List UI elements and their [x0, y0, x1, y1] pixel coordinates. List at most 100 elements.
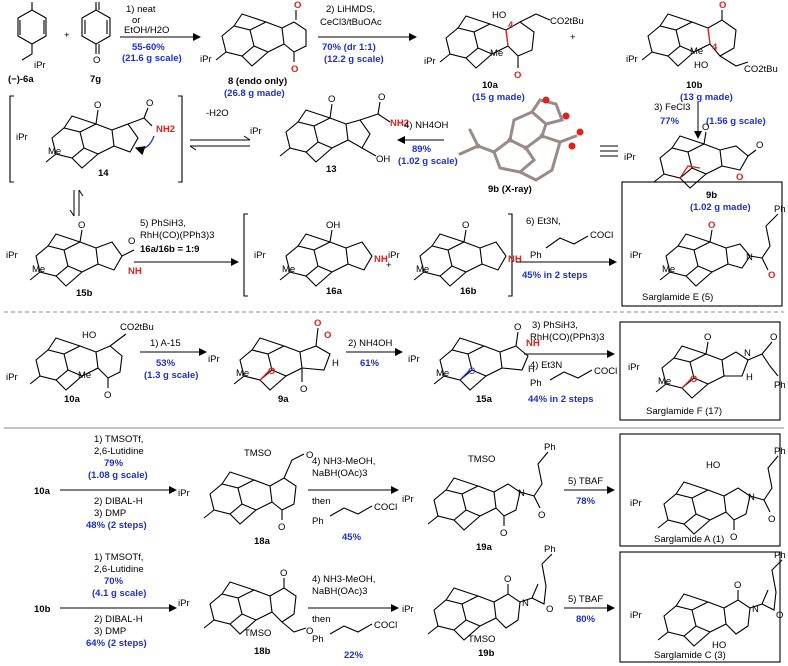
compound-7g-label: 7g	[90, 74, 101, 85]
svg-text:iPr: iPr	[16, 132, 28, 143]
step6-arrow: 6) Et3N, Ph COCl 45% in 2 steps	[516, 216, 617, 281]
step-row6b-arrow: 4) NH3-MeOH, NaBH(OAc)3 then Ph COCl 22%	[308, 574, 399, 661]
svg-text:(1.08 g scale): (1.08 g scale)	[88, 470, 148, 481]
svg-text:O: O	[514, 322, 521, 333]
compound-9b: O O O iPr 9b (1.02 g made)	[624, 122, 763, 213]
svg-text:4) NH4OH: 4) NH4OH	[404, 120, 448, 131]
svg-text:Me: Me	[282, 264, 295, 275]
svg-text:5) PhSiH3,: 5) PhSiH3,	[140, 218, 186, 229]
svg-text:O: O	[770, 332, 777, 343]
compound-13: O O NH2 OH iPr 13	[250, 92, 409, 175]
svg-text:Me: Me	[436, 368, 449, 379]
svg-text:HO: HO	[694, 60, 708, 71]
compound-6a: Me iPr (−)-6a	[8, 0, 47, 85]
svg-text:45% in 2 steps: 45% in 2 steps	[522, 270, 587, 281]
plus-sign: +	[570, 32, 576, 43]
svg-text:HO: HO	[492, 10, 506, 21]
xray-structure: 9b (X-ray)	[458, 96, 584, 195]
step-f-arrow: 3) PhSiH3, RhH(CO)(PPh3)3 4) Et3N Ph COC…	[524, 320, 617, 405]
step-a15-arrow: 1) A-15 53% (1.3 g scale)	[140, 338, 207, 381]
svg-text:O: O	[306, 450, 313, 461]
svg-text:iPr: iPr	[630, 250, 642, 261]
svg-text:O: O	[300, 384, 307, 395]
oxygen-label: O	[93, 0, 100, 3]
compound-16b: O NH Me iPr 16b	[388, 220, 522, 297]
svg-text:iPr: iPr	[6, 250, 18, 261]
svg-text:O: O	[468, 366, 475, 377]
svg-text:(1.56 g scale): (1.56 g scale)	[706, 116, 766, 127]
compound-8: O O iPr 8 (endo only) (26.8 g made)	[200, 0, 307, 99]
svg-text:Me: Me	[416, 264, 429, 275]
svg-text:NH: NH	[508, 254, 522, 265]
step-row5b-arrow: 4) NH3-MeOH, NaBH(OAc)3 then Ph COCl 45%	[308, 456, 399, 543]
svg-text:78%: 78%	[576, 496, 596, 507]
svg-text:16a/16b = 1:9: 16a/16b = 1:9	[140, 244, 199, 255]
svg-text:O: O	[690, 374, 697, 385]
svg-text:iPr: iPr	[402, 494, 414, 505]
svg-text:55-60%: 55-60%	[132, 42, 165, 53]
sarglamide-f-label: Sarglamide F (17)	[646, 406, 722, 417]
svg-text:Me: Me	[48, 146, 61, 157]
svg-text:iPr: iPr	[424, 56, 436, 67]
svg-text:O: O	[378, 92, 385, 103]
svg-text:O: O	[768, 514, 775, 525]
svg-text:22%: 22%	[344, 650, 364, 661]
svg-text:-H2O: -H2O	[206, 108, 229, 119]
svg-text:3) DMP: 3) DMP	[94, 508, 126, 519]
svg-text:O: O	[306, 626, 313, 637]
svg-text:1) neat: 1) neat	[126, 4, 156, 15]
svg-text:2,6-Lutidine: 2,6-Lutidine	[94, 446, 144, 457]
svg-text:O: O	[736, 172, 743, 183]
compound-9a: O O O O H Me iPr 9a	[208, 318, 339, 405]
svg-text:NH: NH	[128, 266, 142, 277]
step1-arrow: 1) neat or EtOH/H2O 55-60% (21.6 g scale…	[120, 4, 201, 64]
svg-text:4: 4	[712, 42, 718, 53]
compound-9b-label: 9b	[706, 190, 717, 201]
svg-text:TMSO: TMSO	[468, 454, 495, 465]
svg-text:O: O	[514, 70, 521, 81]
svg-text:RhH(CO)(PPh3)3: RhH(CO)(PPh3)3	[140, 230, 214, 241]
svg-text:N: N	[748, 492, 755, 503]
svg-text:iPr: iPr	[626, 54, 638, 65]
compound-15a-label: 15a	[476, 394, 493, 405]
step-row5-arrow: 1) TMSOTf, 2,6-Lutidine 79% (1.08 g scal…	[60, 434, 177, 531]
svg-text:79%: 79%	[104, 458, 124, 469]
step-nh4oh-arrow: 2) NH4OH 61%	[346, 338, 403, 369]
svg-text:N: N	[746, 252, 753, 263]
svg-text:iPr: iPr	[388, 250, 400, 261]
svg-text:45%: 45%	[342, 532, 362, 543]
svg-text:Me: Me	[690, 46, 703, 57]
compound-10a-label: 10a	[64, 394, 81, 405]
svg-text:O: O	[278, 522, 285, 533]
svg-text:3) DMP: 3) DMP	[94, 626, 126, 637]
methyl-label: Me	[26, 0, 39, 3]
oxygen-label: O	[93, 55, 100, 66]
svg-text:(4.1 g scale): (4.1 g scale)	[92, 588, 146, 599]
svg-text:N: N	[518, 488, 525, 499]
sarglamide-c-label: Sarglamide C (3)	[654, 650, 726, 661]
svg-text:O: O	[504, 574, 511, 585]
svg-text:iPr: iPr	[630, 610, 642, 621]
svg-text:44% in 2 steps: 44% in 2 steps	[528, 394, 593, 405]
svg-text:HO: HO	[712, 640, 726, 651]
svg-text:CO2tBu: CO2tBu	[744, 64, 778, 75]
compound-18a: TMSO O O iPr 18a	[178, 448, 313, 547]
compound-15a: O NH O H Me iPr 15a	[408, 322, 540, 405]
svg-text:77%: 77%	[660, 116, 680, 127]
svg-text:TMSO: TMSO	[468, 634, 495, 645]
svg-text:NaBH(OAc)3: NaBH(OAc)3	[312, 586, 367, 597]
bracket-right	[178, 95, 183, 183]
svg-text:O: O	[719, 0, 726, 11]
svg-text:iPr: iPr	[208, 354, 220, 365]
svg-text:iPr: iPr	[624, 152, 636, 163]
compound-14: O O NH2 Me iPr 14	[16, 98, 175, 179]
svg-text:COCl: COCl	[594, 366, 617, 377]
svg-text:64% (2 steps): 64% (2 steps)	[86, 638, 147, 649]
start-10b: 10b	[34, 604, 51, 615]
svg-text:iPr: iPr	[628, 362, 640, 373]
product-box-sarglamide-c	[619, 551, 781, 663]
svg-text:53%: 53%	[156, 358, 176, 369]
svg-text:H: H	[528, 364, 535, 375]
svg-text:iPr: iPr	[6, 372, 18, 383]
compound-18a-label: 18a	[254, 536, 271, 547]
